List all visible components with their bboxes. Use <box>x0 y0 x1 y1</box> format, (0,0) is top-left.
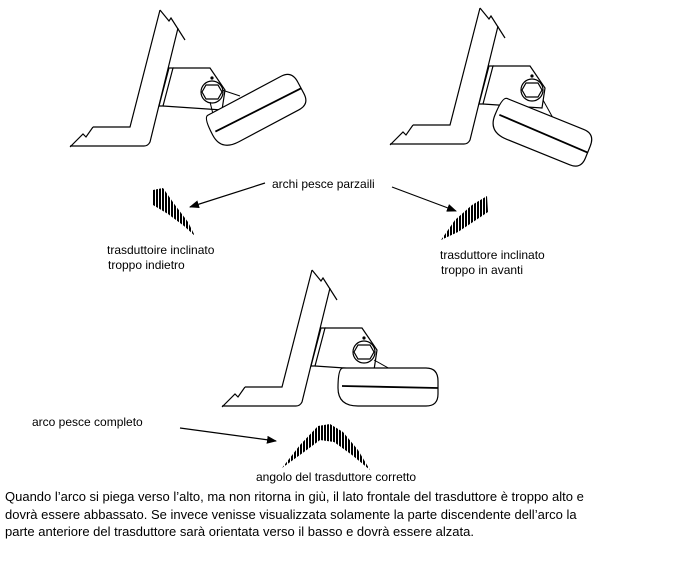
partial-fish-arch-right <box>441 196 488 240</box>
transducer-mount-correct <box>221 269 439 408</box>
partial-fish-arch-left <box>153 188 195 236</box>
label-tilted-forward-2: troppo in avanti <box>441 263 524 277</box>
explanation-paragraph: Quando l’arco si piega verso l’alto, ma … <box>5 488 673 541</box>
label-correct-angle: angolo del trasduttore corretto <box>256 470 417 484</box>
arrow-full-arc <box>179 427 277 444</box>
transducer-mount-tilted-back <box>69 9 311 153</box>
arrow-left <box>189 182 266 209</box>
label-partial-arcs: archi pesce parzaili <box>272 177 375 191</box>
paragraph-line-1: Quando l’arco si piega verso l’alto, ma … <box>5 489 584 504</box>
paragraph-line-2: dovrà essere abbassato. Se invece veniss… <box>5 506 577 522</box>
full-fish-arch <box>282 424 370 470</box>
label-tilted-back-2: troppo indietro <box>108 258 185 272</box>
transducer-mount-tilted-forward <box>389 7 597 171</box>
label-tilted-back-1: trasduttoire inclinato <box>107 243 215 257</box>
arrow-right <box>391 186 457 212</box>
paragraph-line-3: parte anteriore del trasduttore sarà ori… <box>5 524 474 539</box>
label-full-arc: arco pesce completo <box>32 415 143 429</box>
label-tilted-forward-1: trasduttore inclinato <box>440 248 545 262</box>
